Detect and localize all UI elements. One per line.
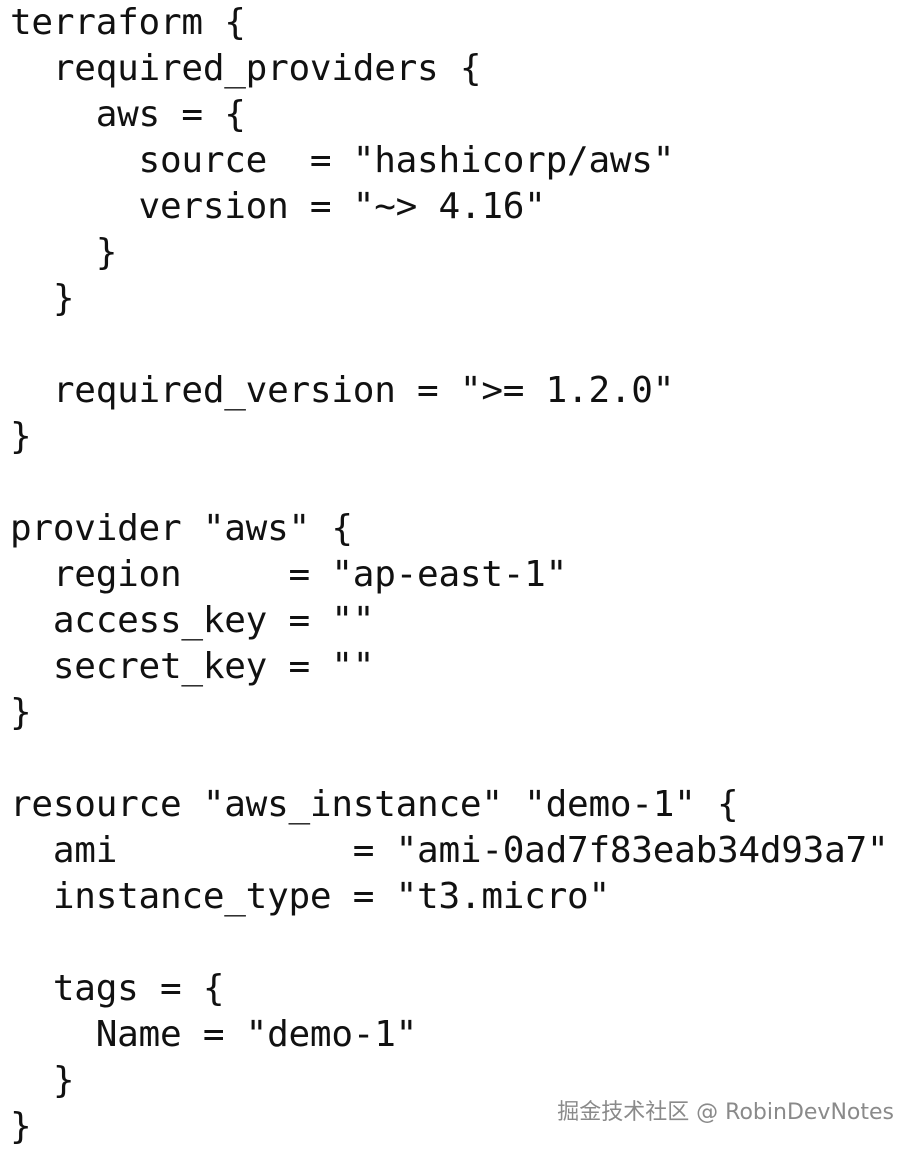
code-line: tags = { [10, 968, 225, 1009]
code-line: ami = "ami-0ad7f83eab34d93a7" [10, 830, 889, 871]
code-line: instance_type = "t3.micro" [10, 876, 610, 917]
code-line: required_version = ">= 1.2.0" [10, 370, 675, 411]
code-line: secret_key = "" [10, 646, 375, 687]
code-line: } [10, 416, 32, 457]
code-view: terraform { required_providers { aws = {… [10, 0, 924, 1154]
code-line: version = "~> 4.16" [10, 186, 546, 227]
code-line: source = "hashicorp/aws" [10, 140, 675, 181]
code-line: } [10, 278, 75, 319]
code-line: } [10, 232, 118, 273]
code-line: } [10, 692, 32, 733]
code-line: access_key = "" [10, 600, 375, 641]
code-line: Name = "demo-1" [10, 1014, 418, 1055]
code-line: aws = { [10, 94, 246, 135]
code-line: terraform { [10, 2, 246, 43]
watermark: 掘金技术社区 @ RobinDevNotes [557, 1100, 894, 1125]
code-line: resource "aws_instance" "demo-1" { [10, 784, 739, 825]
code-line: required_providers { [10, 48, 482, 89]
code-line: } [10, 1106, 32, 1147]
code-line: region = "ap-east-1" [10, 554, 568, 595]
code-line: provider "aws" { [10, 508, 353, 549]
code-line: } [10, 1060, 75, 1101]
